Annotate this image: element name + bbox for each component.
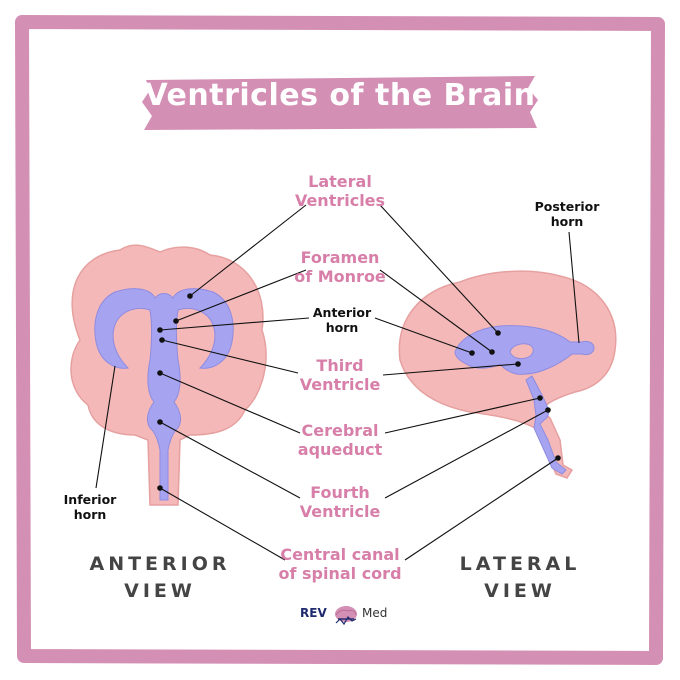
lateral-brain xyxy=(398,270,617,479)
label-third-ventricle: Third Ventricle xyxy=(299,356,381,394)
lateral-ventricles xyxy=(454,325,595,375)
label-lateral-ventricles: Lateral Ventricles xyxy=(294,172,386,210)
label-central-canal: Central canal of spinal cord xyxy=(278,545,402,583)
anterior-view-caption: ANTERIOR VIEW xyxy=(89,553,231,602)
title-banner xyxy=(142,76,538,130)
leader-lines xyxy=(95,204,580,561)
anterior-ventricles xyxy=(94,288,234,501)
revmed-logo xyxy=(335,606,357,626)
logo-rev-text: REV xyxy=(300,606,327,620)
label-inferior-horn: Inferior horn xyxy=(63,492,117,522)
anterior-brain xyxy=(70,244,267,506)
lateral-view-caption: LATERAL VIEW xyxy=(459,553,581,602)
leader-dots xyxy=(157,293,561,491)
label-cerebral-aqueduct: Cerebral aqueduct xyxy=(297,421,383,459)
lateral-brain-outline xyxy=(398,270,617,479)
label-posterior-horn: Posterior horn xyxy=(534,199,600,229)
label-anterior-horn: Anterior horn xyxy=(312,305,372,335)
label-fourth-ventricle: Fourth Ventricle xyxy=(299,483,381,521)
page-title: Ventricles of the Brain xyxy=(144,78,536,113)
label-foramen-of-monroe: Foramen of Monroe xyxy=(294,248,386,286)
logo-med-text: Med xyxy=(362,606,388,620)
